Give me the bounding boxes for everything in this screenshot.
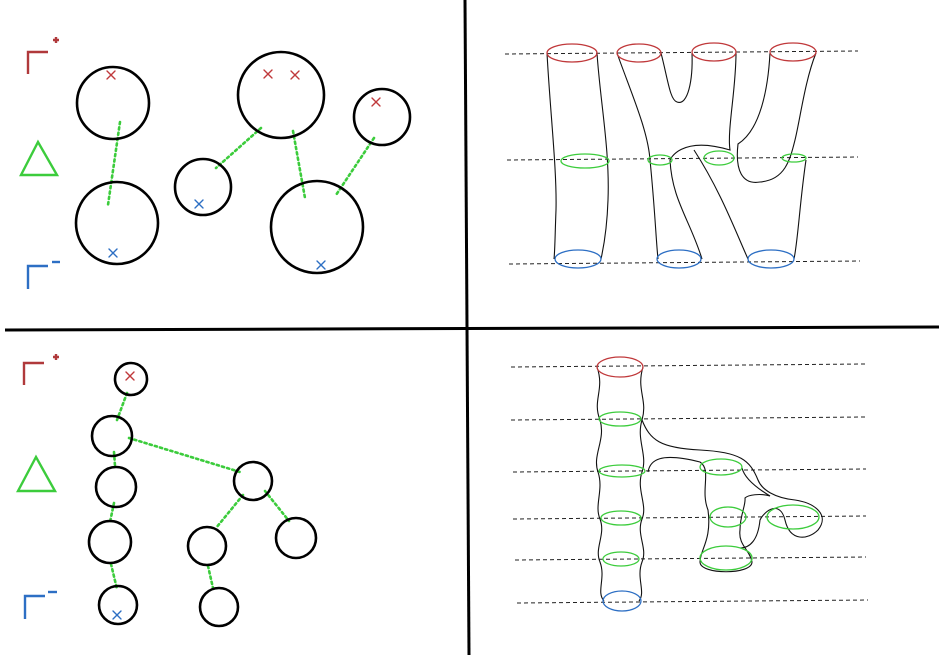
middle-level-ring	[699, 545, 753, 571]
disc-tree-top	[74, 50, 412, 275]
tube-wall	[736, 52, 817, 183]
level-line	[512, 468, 867, 473]
middle-level-ring	[781, 153, 807, 163]
connector	[214, 126, 263, 170]
gamma-plus-symbol-bottom	[22, 354, 59, 385]
disc	[198, 586, 240, 628]
tube-wall	[596, 52, 609, 260]
legend-bottom	[16, 354, 59, 619]
level-line	[510, 363, 866, 368]
level-line	[514, 556, 867, 561]
disc	[75, 65, 151, 141]
negative-boundary-ring	[554, 249, 602, 269]
level-line	[510, 416, 866, 421]
connector	[206, 564, 215, 590]
tube-wall	[638, 366, 645, 602]
positive-boundary-ring	[616, 43, 662, 63]
middle-level-ring	[709, 506, 747, 528]
connector	[115, 391, 129, 422]
negative-boundary-ring	[747, 249, 795, 269]
middle-level-ring	[600, 510, 642, 526]
disc	[236, 50, 326, 140]
positive-puncture-mark	[125, 371, 135, 381]
disc	[232, 460, 274, 502]
horizontal-divider	[4, 325, 939, 332]
level-lines-top	[504, 50, 861, 265]
middle-level-ring	[598, 411, 642, 427]
middle-level-ring	[766, 504, 820, 530]
negative-boundary-ring	[602, 590, 642, 612]
level-line	[512, 515, 867, 520]
gamma-plus-symbol-top	[26, 37, 59, 74]
negative-puncture-mark	[112, 610, 122, 620]
triangle-symbol-top	[19, 139, 60, 177]
level-line	[508, 260, 861, 265]
disc	[94, 465, 138, 509]
positive-puncture-mark	[263, 69, 273, 79]
middle-level-ring	[699, 458, 743, 476]
level-line	[504, 50, 859, 55]
middle-level-ring	[560, 153, 610, 169]
tube-wall	[660, 52, 693, 103]
positive-boundary-ring	[596, 356, 644, 378]
middle-level-ring	[647, 154, 673, 166]
tube-wall	[793, 159, 807, 260]
gamma-minus-symbol-top	[26, 260, 60, 289]
disc-tree-bottom	[87, 361, 318, 628]
gamma-minus-symbol-bottom	[23, 590, 57, 619]
middle-level-ring	[598, 464, 646, 478]
connector	[106, 120, 122, 207]
level-line	[516, 599, 869, 604]
disc	[97, 584, 139, 626]
tube-surface-bottom	[596, 356, 823, 612]
tube-wall	[741, 467, 771, 497]
positive-puncture-mark	[290, 70, 300, 80]
tube-wall	[616, 52, 659, 260]
disc	[173, 157, 233, 217]
tube-wall	[647, 456, 771, 573]
positive-boundary-ring	[691, 42, 737, 62]
disc	[87, 519, 133, 565]
disc	[113, 361, 149, 397]
tube-wall	[641, 419, 823, 549]
disc	[274, 516, 318, 560]
connector	[127, 436, 242, 474]
tube-wall	[669, 52, 737, 260]
negative-puncture-mark	[316, 260, 326, 270]
tube-wall	[546, 52, 557, 260]
negative-boundary-ring	[656, 249, 702, 269]
negative-puncture-mark	[194, 199, 204, 209]
connector	[214, 493, 245, 530]
positive-boundary-ring	[546, 43, 598, 63]
disc	[90, 414, 134, 458]
connector	[263, 489, 291, 523]
tube-wall	[693, 149, 749, 260]
positive-puncture-mark	[106, 70, 116, 80]
legend-top	[19, 37, 60, 289]
middle-level-ring	[602, 551, 640, 567]
level-line	[506, 156, 859, 161]
negative-puncture-mark	[108, 248, 118, 258]
triangle-symbol-bottom	[16, 454, 58, 493]
disc	[269, 179, 365, 275]
tube-wall	[596, 366, 605, 602]
connector	[291, 129, 307, 200]
positive-boundary-ring	[769, 42, 817, 62]
tube-surface-top	[546, 42, 817, 269]
middle-level-ring	[703, 150, 735, 166]
disc	[186, 525, 228, 567]
level-lines-bottom	[510, 363, 869, 604]
connector	[334, 136, 376, 197]
connector	[112, 450, 117, 468]
disc	[352, 87, 412, 147]
disc	[74, 180, 160, 266]
positive-puncture-mark	[371, 97, 381, 107]
